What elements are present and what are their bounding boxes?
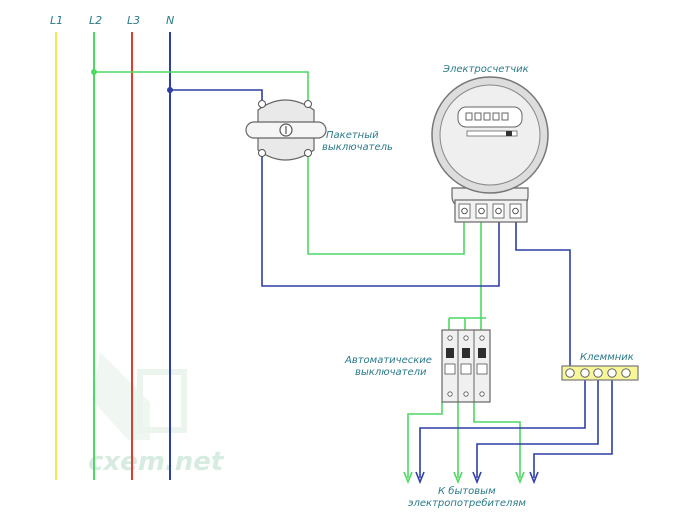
meter-terminal bbox=[509, 203, 522, 219]
terminal-block bbox=[561, 365, 639, 381]
breaker-toggle bbox=[462, 348, 470, 358]
junction-dot-n bbox=[167, 87, 173, 93]
bus-label-l1: L1 bbox=[50, 14, 63, 27]
screw-icon bbox=[258, 100, 266, 108]
arrow-down-icon bbox=[529, 471, 539, 485]
screw-icon bbox=[304, 149, 312, 157]
screw-icon bbox=[258, 149, 266, 157]
meter-label: Электросчетчик bbox=[442, 64, 529, 75]
meter-terminal bbox=[475, 203, 488, 219]
switch-label-line1: Пакетный bbox=[326, 130, 379, 141]
arrow-down-icon bbox=[403, 471, 413, 485]
arrow-down-icon bbox=[453, 471, 463, 485]
screw-icon bbox=[304, 100, 312, 108]
watermark-text: cxem.net bbox=[88, 447, 225, 477]
meter-terminal bbox=[492, 203, 505, 219]
screw-icon bbox=[621, 368, 631, 378]
electricity-meter bbox=[431, 76, 549, 223]
consumers-label-line1: К бытовым bbox=[438, 485, 496, 497]
arrow-down-icon bbox=[472, 471, 482, 485]
switch-label-line2: выключатель bbox=[322, 142, 393, 153]
package-switch bbox=[245, 99, 327, 161]
screw-icon bbox=[565, 368, 575, 378]
bus-label-l2: L2 bbox=[89, 14, 102, 27]
breakers-label-line2: выключатели bbox=[355, 367, 427, 378]
screw-icon bbox=[593, 368, 603, 378]
breakers-label-line1: Автоматические bbox=[344, 355, 432, 366]
arrow-down-icon bbox=[415, 471, 425, 485]
screw-icon bbox=[607, 368, 617, 378]
consumers-label-line2: электропотребителям bbox=[408, 497, 526, 509]
bus-label-n: N bbox=[166, 14, 174, 27]
phase-wire bbox=[94, 71, 521, 478]
watermark-logo bbox=[92, 352, 187, 440]
arrow-down-icon bbox=[515, 471, 525, 485]
breaker-toggle bbox=[478, 348, 486, 358]
neutral-wire bbox=[170, 89, 613, 478]
terminal-label: Клеммник bbox=[580, 352, 634, 363]
circuit-breakers bbox=[441, 329, 491, 403]
bus-label-l3: L3 bbox=[127, 14, 140, 27]
screw-icon bbox=[580, 368, 590, 378]
output-arrows bbox=[403, 471, 539, 485]
meter-terminal bbox=[458, 203, 471, 219]
junction-dot-l2 bbox=[91, 69, 97, 75]
breaker-toggle bbox=[446, 348, 454, 358]
